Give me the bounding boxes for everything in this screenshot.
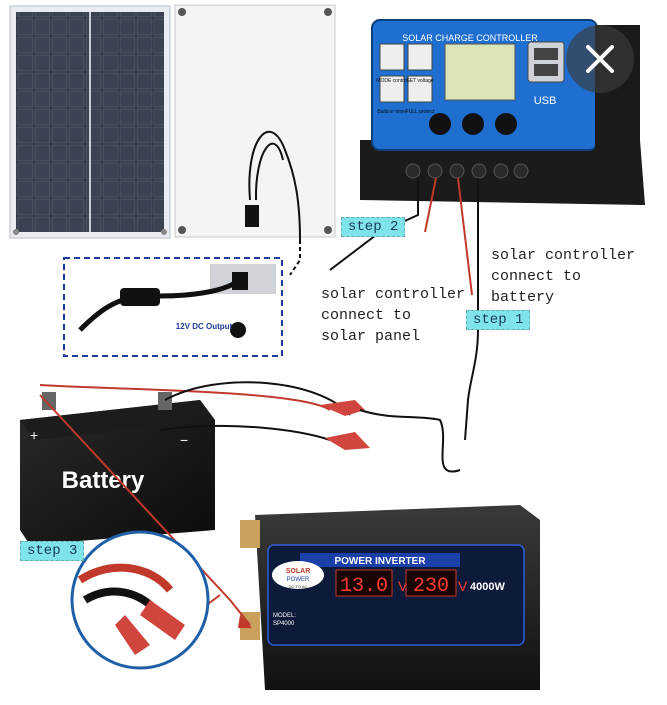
clamps-inset bbox=[70, 530, 210, 670]
solar-panel-back bbox=[174, 4, 336, 241]
panel-note-line-1: solar controller bbox=[321, 286, 466, 303]
voltage-in-unit: V bbox=[398, 578, 408, 594]
battery-note-line-3: battery bbox=[491, 289, 555, 306]
voltage-out-unit: V bbox=[458, 578, 468, 594]
cable-inset: 12V DC Output bbox=[63, 257, 283, 357]
controller-usb-label: USB bbox=[534, 95, 557, 107]
controller-title: SOLAR CHARGE CONTROLLER bbox=[402, 33, 538, 43]
step-2-badge: step 2 bbox=[341, 217, 406, 237]
inverter-brand-bottom: POWER bbox=[287, 577, 310, 583]
inverter-brand-top: SOLAR bbox=[286, 568, 311, 575]
battery-minus: − bbox=[180, 432, 188, 448]
voltage-in-display: 13.0 bbox=[340, 575, 388, 598]
inverter-brand-tag: DC TO AC bbox=[289, 584, 308, 589]
solar-panel-front bbox=[9, 5, 171, 239]
power-inverter: POWER INVERTER SOLAR POWER DC TO AC 13.0… bbox=[240, 505, 540, 690]
charge-controller: SOLAR CHARGE CONTROLLER MODE control SET… bbox=[360, 19, 645, 205]
battery-plus: + bbox=[30, 427, 38, 443]
inverter-model: SP4000 bbox=[273, 621, 295, 627]
battery-note-line-2: connect to bbox=[491, 268, 582, 285]
close-button[interactable] bbox=[566, 25, 634, 93]
voltage-out-display: 230 bbox=[413, 575, 449, 598]
controller-timer-label: Build-in timer bbox=[377, 109, 407, 115]
battery-note: solar controller connect to battery bbox=[491, 245, 635, 308]
step-3-badge: step 3 bbox=[20, 541, 85, 561]
inverter-watts: 4000W bbox=[470, 581, 505, 593]
panel-note-line-3: solar panel bbox=[321, 328, 421, 345]
panel-note: solar controller connect to solar panel bbox=[321, 284, 465, 347]
step-1-badge: step 1 bbox=[466, 310, 531, 330]
cable-output-label: 12V DC Output bbox=[176, 322, 233, 331]
controller-set-label: SET voltage bbox=[406, 78, 433, 84]
inverter-title: POWER INVERTER bbox=[334, 556, 426, 567]
battery-note-line-1: solar controller bbox=[491, 247, 636, 264]
controller-full-label: FULL protect bbox=[406, 109, 435, 115]
controller-mode-label: MODE control bbox=[376, 78, 407, 84]
close-icon bbox=[586, 45, 614, 73]
battery-label: Battery bbox=[62, 467, 145, 494]
battery: + − Battery bbox=[20, 392, 215, 545]
inverter-model-label: MODEL: bbox=[273, 613, 296, 619]
panel-note-line-2: connect to bbox=[321, 307, 412, 324]
